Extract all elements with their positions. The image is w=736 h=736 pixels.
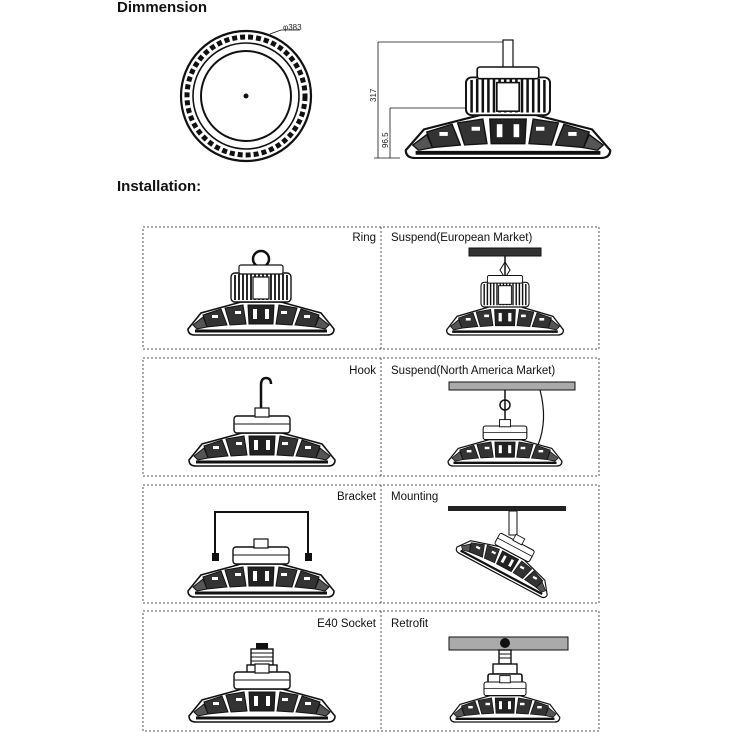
label-suspend-european: Suspend(European Market) — [391, 232, 533, 244]
label-mounting: Mounting — [391, 491, 439, 503]
label-hook: Hook — [349, 365, 376, 377]
installation-heading: Installation: — [117, 178, 202, 195]
installation-grid — [142, 226, 600, 732]
suspend-european-drawing — [445, 247, 565, 337]
mounting-install-drawing — [448, 506, 566, 601]
ring-install-drawing — [186, 249, 336, 337]
dimension-heading: Dimmension — [117, 0, 208, 16]
e40-socket-install-drawing — [187, 643, 337, 724]
hook-install-drawing — [187, 376, 337, 468]
label-ring: Ring — [352, 232, 376, 244]
label-suspend-north-america: Suspend(North America Market) — [391, 365, 556, 377]
total-height-value: 317 — [369, 88, 378, 102]
label-e40-socket: E40 Socket — [317, 618, 376, 630]
diameter-value: φ383 — [283, 23, 302, 32]
side-view-drawing: 317 96.5 — [369, 39, 610, 158]
suspend-north-america-drawing — [446, 381, 576, 468]
retrofit-install-drawing — [448, 636, 569, 724]
body-height-value: 96.5 — [381, 132, 390, 148]
top-view-drawing: φ383 — [179, 23, 313, 163]
label-bracket: Bracket — [337, 491, 376, 503]
bracket-install-drawing — [186, 511, 336, 599]
label-retrofit: Retrofit — [391, 618, 429, 630]
